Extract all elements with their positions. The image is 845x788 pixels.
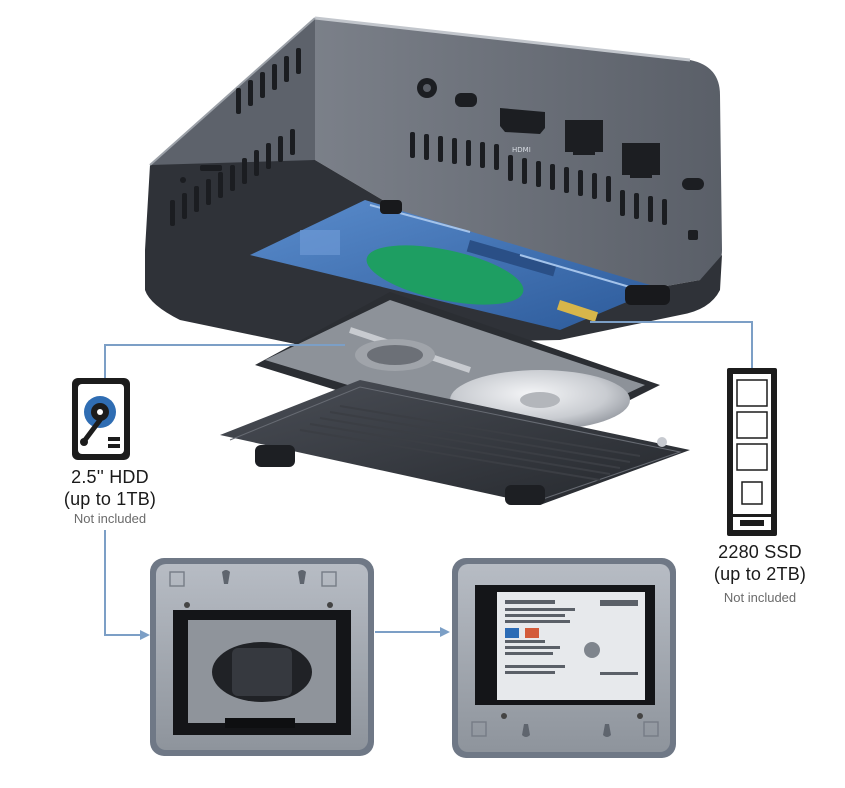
rear-vent-slots: [410, 132, 667, 225]
mini-displayport-icon: [455, 93, 477, 107]
hdd-exploded: [255, 292, 660, 450]
hdmi-port-icon: [500, 108, 545, 134]
ssd-stick-icon: [727, 368, 777, 536]
tray-empty-bracket: [150, 558, 374, 756]
hdmi-port-label: HDMI: [512, 146, 531, 154]
side-vent-slots: [170, 48, 301, 226]
usb-c-port-icon: [682, 178, 704, 190]
bottom-cover-plate: [220, 380, 690, 505]
hdd-title: 2.5'' HDD: [71, 467, 149, 487]
connector-lines: [104, 321, 753, 636]
hdd-capacity: (up to 1TB): [63, 489, 157, 509]
hdd-caption: 2.5'' HDD (up to 1TB) Not included: [40, 466, 180, 527]
ssd-title: 2280 SSD: [718, 542, 802, 562]
hdd-note: Not included: [73, 511, 147, 526]
rear-ports: HDMI: [417, 78, 704, 240]
arrow-right-icon: [140, 630, 150, 640]
tray-hdd-installed: [452, 558, 676, 758]
arrow-right-icon: [440, 627, 450, 637]
ssd-caption: 2280 SSD (up to 2TB) Not included: [690, 541, 830, 606]
ssd-note: Not included: [723, 590, 797, 605]
case-feet: [380, 200, 670, 305]
ssd-capacity: (up to 2TB): [713, 564, 807, 584]
ram-module: [366, 245, 524, 305]
hard-drive-icon: [72, 378, 130, 460]
